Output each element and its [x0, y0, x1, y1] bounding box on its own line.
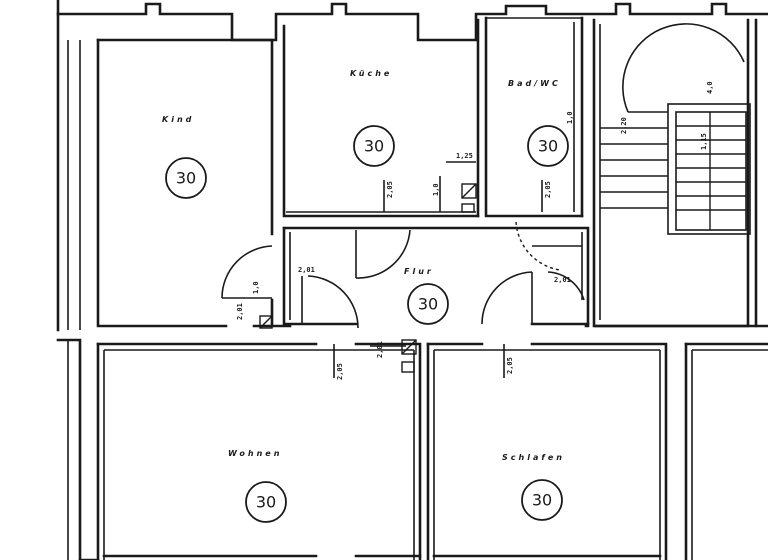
door-kind: [221, 245, 273, 299]
room-kueche: Küche 30 1,25 2,05 1,0: [282, 18, 480, 218]
dim-kueche-sill: 1,25: [456, 152, 473, 160]
dim-wohnen-side: 2,01: [376, 341, 384, 358]
shaft-wohnen: [401, 339, 417, 355]
room-kind: Kind 30 1,0 2,01: [96, 38, 292, 329]
room-label-flur: Flur: [404, 267, 434, 276]
door-wohnen: [307, 275, 359, 329]
dim-kueche-door: 2,05: [386, 181, 394, 198]
dim-flur-left: 2,01: [298, 266, 315, 274]
shaft-kueche-2: [461, 203, 475, 213]
dim-bad-door: 2,05: [544, 181, 552, 198]
room-number-wohnen: 30: [256, 493, 276, 512]
room-number-circle-kind: [165, 157, 207, 199]
dim-stair-3: 4,0: [706, 81, 714, 94]
room-number-kind: 30: [176, 169, 196, 188]
stair-well: [667, 103, 751, 235]
room-bad: Bad/WC 30 2,05 1,0: [484, 16, 584, 218]
door-kueche: [355, 229, 411, 279]
room-number-circle-flur: [407, 283, 449, 325]
shaft-kueche: [461, 183, 477, 199]
dim-kueche-side: 1,0: [432, 183, 440, 196]
outer-walls: [56, 0, 768, 560]
shaft-kind: [259, 315, 273, 329]
dim-stair-2: 1,15: [700, 133, 708, 150]
room-number-circle-kueche: [353, 125, 395, 167]
room-number-bad: 30: [538, 137, 558, 156]
shaft-wohnen-2: [401, 361, 415, 373]
room-flur: Flur 30 2,01 2,01: [282, 221, 590, 329]
dim-stair-1: 2,20: [620, 117, 628, 134]
room-schlafen: Schlafen 30 2,05: [426, 342, 668, 560]
room-number-circle-bad: [527, 125, 569, 167]
room-label-wohnen: Wohnen: [228, 449, 282, 458]
dim-kind-side: 1,0: [252, 281, 260, 294]
room-label-bad: Bad/WC: [508, 79, 561, 88]
room-wohnen: Wohnen 30 2,05 2,01: [78, 339, 422, 560]
neighbour-right: [594, 18, 768, 560]
room-label-kueche: Küche: [350, 69, 392, 78]
door-schlafen: [481, 271, 533, 325]
dim-kind-door: 2,01: [236, 303, 244, 320]
room-number-flur: 30: [418, 295, 438, 314]
room-label-schlafen: Schlafen: [502, 453, 565, 462]
room-number-circle-schlafen: [521, 479, 563, 521]
room-label-kind: Kind: [162, 115, 194, 124]
dim-bad-side: 1,0: [566, 111, 574, 124]
dim-schlafen-door: 2,05: [506, 357, 514, 374]
room-number-circle-wohnen: [245, 481, 287, 523]
door-bad: [515, 221, 561, 271]
dim-flur-right: 2,01: [554, 276, 571, 284]
room-number-kueche: 30: [364, 137, 384, 156]
door-staircase: [622, 23, 745, 113]
staircase: 2,20 1,15 4,0: [592, 18, 751, 328]
room-number-schlafen: 30: [532, 491, 552, 510]
dim-wohnen-door: 2,05: [336, 363, 344, 380]
door-entrance: [547, 271, 585, 301]
